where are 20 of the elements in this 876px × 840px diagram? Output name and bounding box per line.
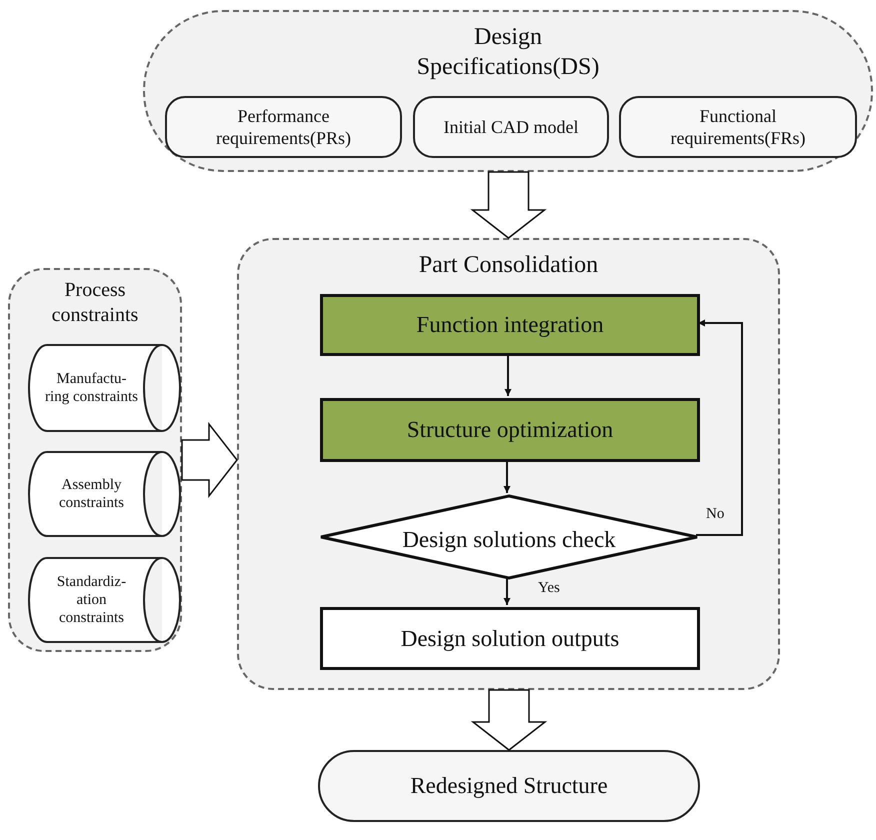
block-arrow (181, 422, 238, 498)
dashed-group-panel (8, 268, 182, 652)
group-title: Process constraints (50, 278, 140, 328)
process-box: Function integration (320, 294, 700, 356)
block-arrow (470, 689, 548, 751)
group-title: Part Consolidation (418, 251, 600, 280)
arrow (696, 320, 743, 536)
arrow (504, 460, 510, 493)
process-box: Design solution outputs (320, 607, 700, 670)
arrow (504, 577, 510, 605)
rounded-box: Performance requirements(PRs) (165, 96, 402, 158)
decision-diamond: Design solutions check (320, 495, 698, 579)
dashed-group-panel (237, 238, 780, 690)
terminal-box: Redesigned Structure (318, 750, 700, 822)
group-title: Design Specifications(DS) (416, 23, 600, 82)
rounded-box: Initial CAD model (413, 96, 609, 158)
block-arrow (470, 171, 547, 239)
arrow (504, 354, 512, 396)
rounded-box: Functional requirements(FRs) (619, 96, 857, 158)
process-box: Structure optimization (320, 398, 700, 462)
